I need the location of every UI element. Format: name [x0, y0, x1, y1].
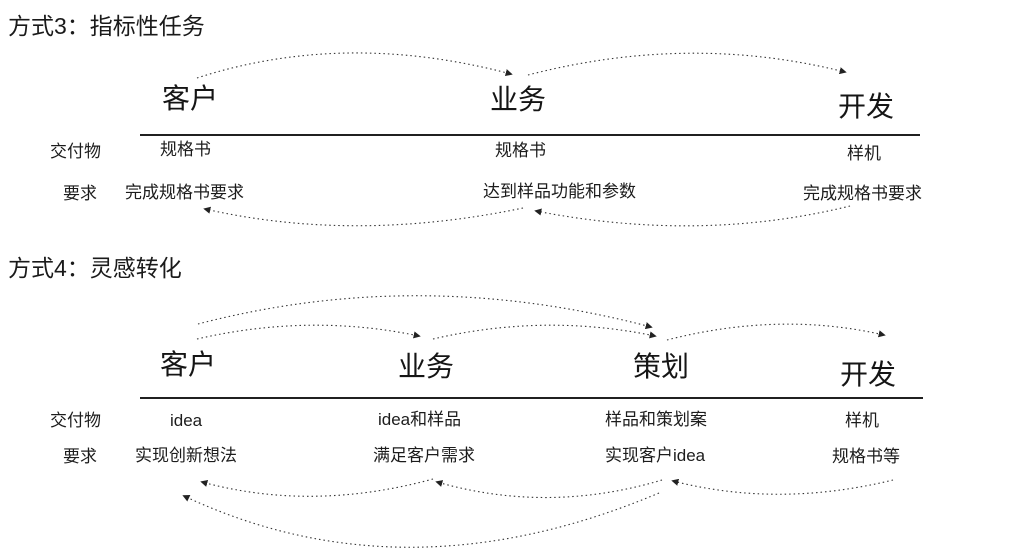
arrow-s2-kehu-to-cehua: [197, 295, 653, 330]
section1-title: 方式3：指标性任务: [8, 13, 205, 39]
section1-role-development: 开发: [838, 91, 895, 122]
section1-deliverable-customer: 规格书: [160, 140, 211, 159]
section2-role-planning: 策划: [633, 351, 690, 382]
section2-row-label-deliverable: 交付物: [50, 411, 101, 430]
arrow-s2-cehua-to-kaifa: [666, 323, 886, 341]
section2-deliverable-development: 样机: [845, 411, 879, 430]
section2-requirement-development: 规格书等: [832, 447, 900, 466]
section1-deliverable-development: 样机: [847, 144, 881, 163]
section2-requirement-customer: 实现创新想法: [135, 446, 237, 465]
section2-role-development: 开发: [840, 359, 897, 390]
section1-requirement-customer: 完成规格书要求: [125, 183, 244, 202]
section1-deliverable-business: 规格书: [495, 141, 546, 160]
section1-role-customer: 客户: [162, 83, 219, 114]
arrow-s1-kaifa-back-to-yewu: [534, 205, 851, 227]
section2-requirement-planning: 实现客户idea: [605, 446, 706, 465]
section1-row-label-deliverable: 交付物: [50, 142, 101, 161]
section1-role-business: 业务: [490, 84, 547, 115]
section2-title: 方式4：灵感转化: [8, 255, 182, 281]
arrow-s1-yewu-to-kaifa: [527, 52, 847, 76]
section1-requirement-business: 达到样品功能和参数: [483, 182, 636, 201]
section2-role-customer: 客户: [160, 349, 217, 380]
section1-row-label-requirement: 要求: [63, 184, 97, 203]
section2-deliverable-business: idea和样品: [378, 410, 462, 429]
section2-deliverable-customer: idea: [170, 411, 203, 430]
arrow-s1-yewu-back-to-kehu: [203, 206, 524, 227]
section2-requirement-business: 满足客户需求: [373, 446, 475, 465]
section1-requirement-development: 完成规格书要求: [803, 184, 922, 203]
arrow-s2-yewu-to-cehua: [432, 324, 657, 340]
arrow-s2-cehua-back-to-yewu: [435, 479, 663, 499]
section2-row-label-requirement: 要求: [63, 447, 97, 466]
section2-deliverable-planning: 样品和策划案: [605, 410, 707, 429]
section2-role-business: 业务: [398, 351, 455, 382]
arrow-s2-kehu-to-yewu: [196, 324, 421, 340]
arrow-s2-kaifa-back-to-cehua: [671, 478, 894, 495]
arrow-s2-yewu-back-to-kehu: [200, 478, 434, 497]
arrow-s1-kehu-to-yewu: [196, 52, 513, 79]
arrow-s2-cehua-back-to-kehu-long: [182, 492, 660, 548]
